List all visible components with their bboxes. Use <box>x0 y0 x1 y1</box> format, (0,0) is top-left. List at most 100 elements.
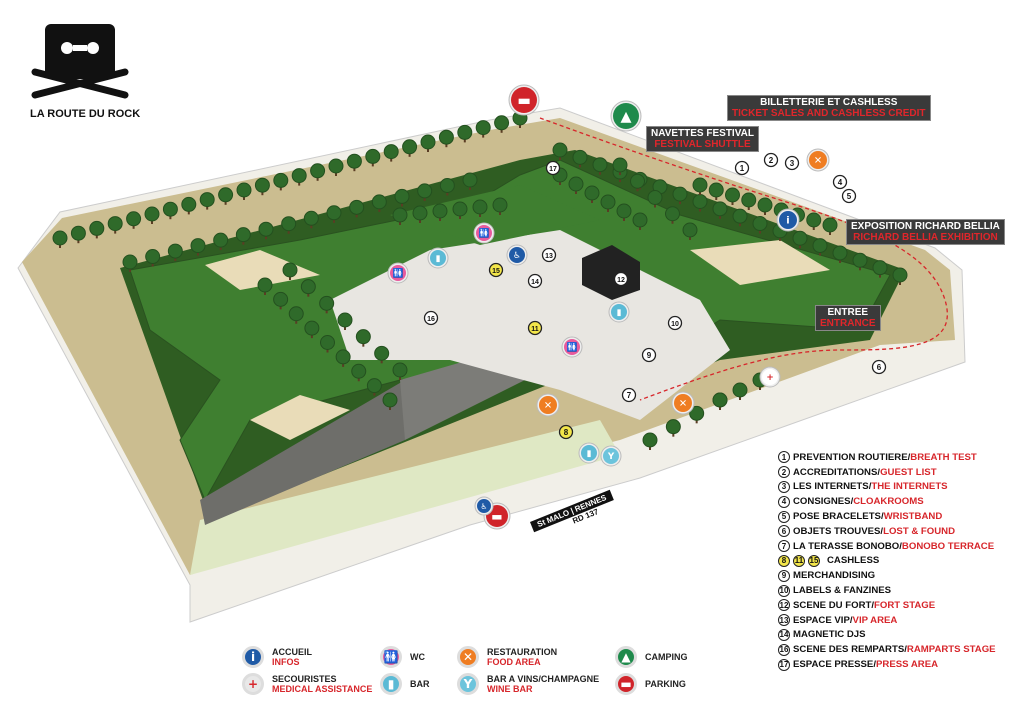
tree <box>689 405 705 421</box>
fork-knife-icon[interactable]: ✕ <box>536 393 560 417</box>
legend-fr: RESTAURATION <box>487 647 558 657</box>
legend-fr: SECOURISTES <box>272 674 337 684</box>
legend-fr: PARKING <box>645 679 686 689</box>
cashless-badge: 15 <box>808 554 820 567</box>
wc-icon[interactable]: 🚻 <box>561 336 583 358</box>
tree <box>552 142 568 158</box>
map-marker-9[interactable]: 9 <box>641 347 657 363</box>
disabled-icon[interactable]: ♿ <box>474 496 494 516</box>
tree <box>725 187 740 203</box>
callout-fr: BILLETTERIE ET CASHLESS <box>760 97 898 108</box>
legend-en: WINE BAR <box>487 684 533 694</box>
legend-en: FOOD AREA <box>487 657 541 667</box>
marker-circle <box>841 188 857 204</box>
tree <box>832 245 848 261</box>
legend-fr: CONSIGNES/ <box>793 496 854 508</box>
fork-knife-icon[interactable]: ✕ <box>671 391 695 415</box>
legend-fr: BAR <box>410 679 430 689</box>
map-marker-16[interactable]: 16 <box>423 310 439 326</box>
tree <box>145 249 161 265</box>
map-marker-8[interactable]: 8 <box>558 424 574 440</box>
tree <box>732 382 748 398</box>
marker-number: 15 <box>492 268 500 275</box>
legend-en: RAMPARTS STAGE <box>906 644 996 656</box>
tent-icon[interactable]: ▲ <box>610 100 642 132</box>
beer-icon[interactable]: ▮ <box>578 442 600 464</box>
info-icon[interactable]: i <box>776 208 800 232</box>
map-marker-17[interactable]: 17 <box>545 160 561 176</box>
map-marker-11[interactable]: 11 <box>527 320 543 336</box>
fort-stage <box>582 245 640 300</box>
wc-icon[interactable]: 🚻 <box>387 262 409 284</box>
tree <box>374 345 390 361</box>
legend-text: BAR <box>410 679 430 689</box>
tree <box>412 205 428 221</box>
marker-number: 1 <box>740 164 745 173</box>
legend-fr: CASHLESS <box>827 555 880 567</box>
beer-icon[interactable]: ▮ <box>427 247 449 269</box>
tree <box>752 216 768 232</box>
legend-fr: BAR A VINS/CHAMPAGNE <box>487 674 600 684</box>
tree <box>682 222 698 238</box>
tree <box>282 262 298 278</box>
tree <box>757 197 773 213</box>
legend-fr: PREVENTION ROUTIERE/ <box>793 451 911 463</box>
disabled-icon[interactable]: ♿ <box>506 244 528 266</box>
map-marker-6[interactable]: 6 <box>871 359 887 375</box>
number-badge: 17 <box>778 658 790 671</box>
number-badge: 10 <box>778 584 790 597</box>
callout-fr: EXPOSITION RICHARD BELLIA <box>851 221 1000 232</box>
wine-glass-icon: Y <box>457 673 479 695</box>
map-marker-1[interactable]: 1 <box>734 160 750 176</box>
svg-text:▮: ▮ <box>617 308 622 318</box>
car-icon[interactable]: ▬ <box>508 84 540 116</box>
tree <box>254 177 270 193</box>
wine-glass-icon[interactable]: Y <box>600 445 622 467</box>
map-marker-12[interactable]: 12 <box>613 271 629 287</box>
tree <box>273 291 289 307</box>
map-marker-15[interactable]: 15 <box>488 262 504 278</box>
tree <box>162 201 178 217</box>
map-marker-10[interactable]: 10 <box>667 315 683 331</box>
number-badge: 3 <box>778 480 790 493</box>
fork-knife-icon[interactable]: ✕ <box>806 148 830 172</box>
map-marker-2[interactable]: 2 <box>763 152 779 168</box>
legend-text: CAMPING <box>645 652 688 662</box>
map-marker-3[interactable]: 3 <box>784 155 800 171</box>
tree <box>126 211 142 227</box>
medical-cross-icon[interactable]: + <box>759 366 781 388</box>
tree <box>712 392 728 408</box>
tree <box>273 172 289 188</box>
courtyard-right <box>690 240 830 285</box>
legend-en: LOST & FOUND <box>883 525 956 537</box>
tree <box>346 153 362 169</box>
tree <box>349 199 365 215</box>
cashless-badge: 11 <box>793 554 805 567</box>
tree <box>632 212 648 228</box>
beer-icon[interactable]: ▮ <box>608 301 630 323</box>
callout-en: ENTRANCE <box>820 318 876 329</box>
tree <box>167 243 183 259</box>
number-badge: 16 <box>778 643 790 656</box>
tree <box>472 199 488 215</box>
wc-icon[interactable]: 🚻 <box>473 222 495 244</box>
map-marker-4[interactable]: 4 <box>832 174 848 190</box>
tree <box>310 163 326 179</box>
marker-circle <box>613 271 629 287</box>
map-marker-13[interactable]: 13 <box>541 247 557 263</box>
legend-tent: ▲CAMPING <box>615 646 688 668</box>
marker-circle <box>832 174 848 190</box>
tree <box>417 183 433 199</box>
map-marker-14[interactable]: 14 <box>527 273 543 289</box>
map-marker-5[interactable]: 5 <box>841 188 857 204</box>
map-marker-7[interactable]: 7 <box>621 387 637 403</box>
